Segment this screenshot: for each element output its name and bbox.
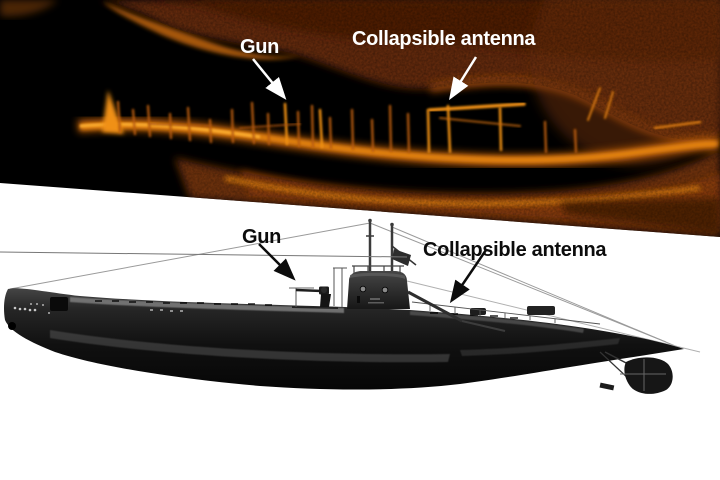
bow-dots (13, 306, 37, 312)
sonar-sediment (175, 150, 720, 237)
collapsible-antenna-spar (407, 290, 506, 332)
sonar-wreck-debris (116, 87, 702, 154)
sonar-gun-label: Gun (240, 36, 280, 58)
photo-gun-label: Gun (242, 226, 282, 248)
bow-hatch (50, 297, 68, 311)
tower-porthole (381, 286, 389, 294)
conning-tower (333, 265, 410, 309)
tower-porthole (359, 285, 367, 293)
stern-rudder (599, 351, 673, 394)
sonar-antenna-label: Collapsible antenna (352, 28, 536, 50)
sonar-terrain (100, 0, 720, 165)
photo-antenna-label: Collapsible antenna (423, 239, 607, 261)
submarine-hull (4, 288, 684, 390)
deck-gun (289, 286, 339, 309)
aft-deckhouse (527, 306, 555, 315)
flag (0, 245, 417, 266)
